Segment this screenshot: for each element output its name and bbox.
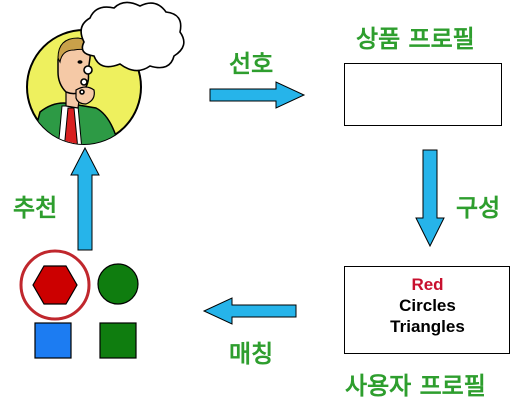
edge-preference-label: 선호 — [229, 50, 274, 78]
thought-bubble-icon — [79, 1, 185, 95]
arrow-down — [415, 149, 445, 248]
product-profile-title: 상품 프로필 — [356, 25, 475, 53]
user-profile-box — [344, 266, 510, 354]
arrow-left — [202, 297, 297, 325]
green-square — [99, 322, 137, 359]
user-profile-title: 사용자 프로필 — [345, 372, 486, 400]
red-hexagon — [32, 265, 78, 305]
blue-square — [34, 322, 72, 359]
profile-line-red: Red — [411, 275, 444, 294]
arrow-right — [209, 81, 306, 109]
profile-line-circles: Circles — [399, 296, 456, 315]
product-profile-box — [344, 63, 502, 126]
profile-line-triangles: Triangles — [390, 317, 465, 336]
green-circle — [97, 263, 139, 305]
edge-recommendation-label: 추천 — [13, 194, 58, 222]
user-profile-content: Red Circles Triangles — [345, 274, 510, 337]
edge-composition-label: 구성 — [456, 194, 501, 222]
edge-matching-label: 매칭 — [229, 340, 274, 368]
arrow-up — [70, 146, 100, 251]
